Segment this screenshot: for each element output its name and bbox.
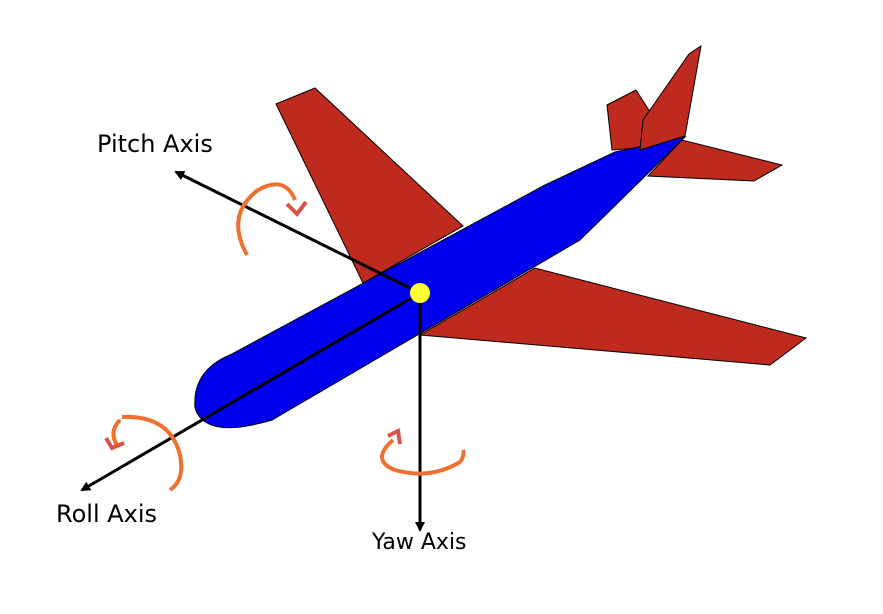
pitch-axis-label: Pitch Axis <box>97 130 213 158</box>
center-of-gravity <box>410 283 430 303</box>
pitch-axis-line <box>174 170 421 295</box>
left-wing <box>275 87 464 284</box>
right-stabilizer <box>646 139 784 182</box>
roll-arrowhead-icon <box>104 436 125 451</box>
yaw-axis-label: Yaw Axis <box>372 530 467 555</box>
pitch-rotation-arrow-icon <box>236 182 297 256</box>
roll-axis-label: Roll Axis <box>56 500 158 528</box>
vertical-fin <box>639 44 702 151</box>
right-wing <box>418 267 808 366</box>
roll-axis-line <box>80 291 421 492</box>
pitch-arrowhead-icon <box>285 200 308 218</box>
fuselage <box>194 136 687 429</box>
yaw-arrowhead-icon <box>387 427 402 445</box>
roll-rotation-arrow-icon <box>121 414 184 492</box>
yaw-rotation-arrow-icon <box>380 438 466 476</box>
